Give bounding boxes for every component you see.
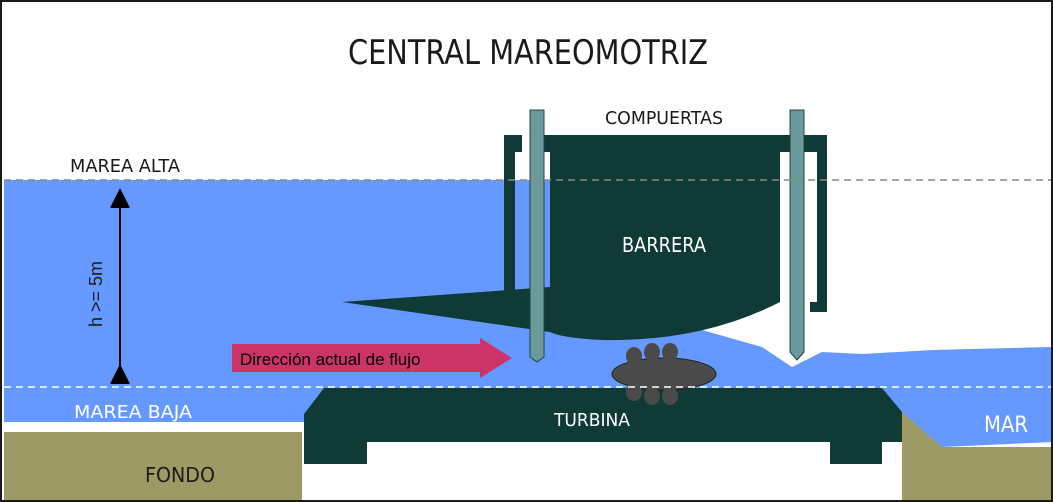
right-gate-frame: [780, 135, 827, 312]
label-mar: MAR: [984, 413, 1028, 438]
left-gate-frame: [504, 135, 550, 312]
label-flow: Dirección actual de flujo: [240, 350, 420, 369]
label-barrera: BARRERA: [622, 233, 706, 257]
label-marea-baja: MAREA BAJA: [74, 402, 193, 423]
seabed: [4, 412, 1051, 500]
diagram-title: CENTRAL MAREOMOTRIZ: [348, 33, 708, 73]
label-fondo: FONDO: [145, 463, 215, 487]
barrier-body: [550, 135, 780, 341]
label-compuertas: COMPUERTAS: [605, 108, 723, 129]
turbine-base: [304, 388, 902, 464]
turbine-rotor: [611, 343, 717, 405]
label-marea-alta: MAREA ALTA: [70, 156, 181, 177]
label-height: h >= 5m: [86, 261, 106, 327]
barrier-wedge: [342, 287, 550, 332]
right-gate: [789, 109, 805, 361]
label-turbina: TURBINA: [553, 410, 631, 431]
left-gate: [529, 109, 545, 363]
flow-arrow: [232, 338, 512, 378]
